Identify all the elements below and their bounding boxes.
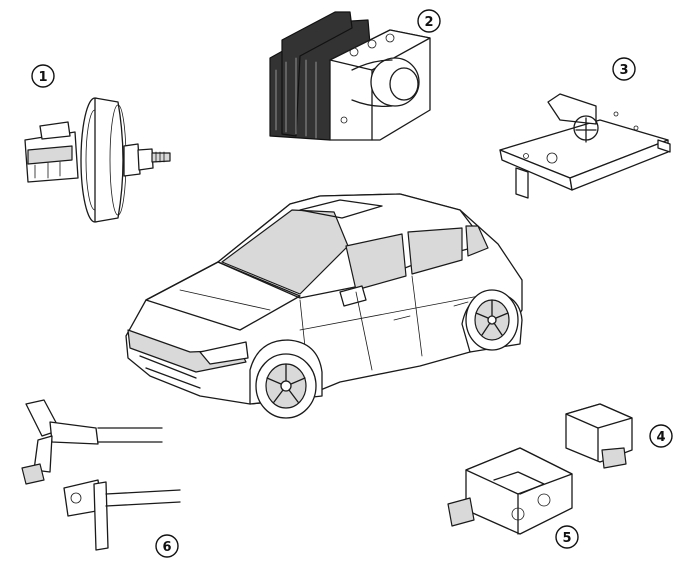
abs-hydraulic-unit-icon xyxy=(269,11,431,141)
yaw-rate-sensor-icon xyxy=(447,447,573,535)
callout-1: 1 xyxy=(31,64,55,88)
callout-4: 4 xyxy=(649,424,673,448)
callout-6: 6 xyxy=(155,534,179,558)
callout-1-label: 1 xyxy=(38,70,47,85)
callout-2: 2 xyxy=(417,9,441,33)
callout-6-label: 6 xyxy=(162,540,171,555)
callout-5: 5 xyxy=(555,525,579,549)
wheel-speed-sensor-icon xyxy=(21,399,181,551)
brake-booster-icon xyxy=(24,97,171,223)
callout-4-label: 4 xyxy=(656,430,665,445)
callout-5-label: 5 xyxy=(562,531,571,546)
control-module-bracket-icon xyxy=(499,93,671,199)
sensor-module-icon xyxy=(565,403,633,469)
callout-2-label: 2 xyxy=(424,15,433,30)
hatchback-car-icon xyxy=(125,193,523,419)
callout-3: 3 xyxy=(612,57,636,81)
callout-3-label: 3 xyxy=(619,63,628,78)
